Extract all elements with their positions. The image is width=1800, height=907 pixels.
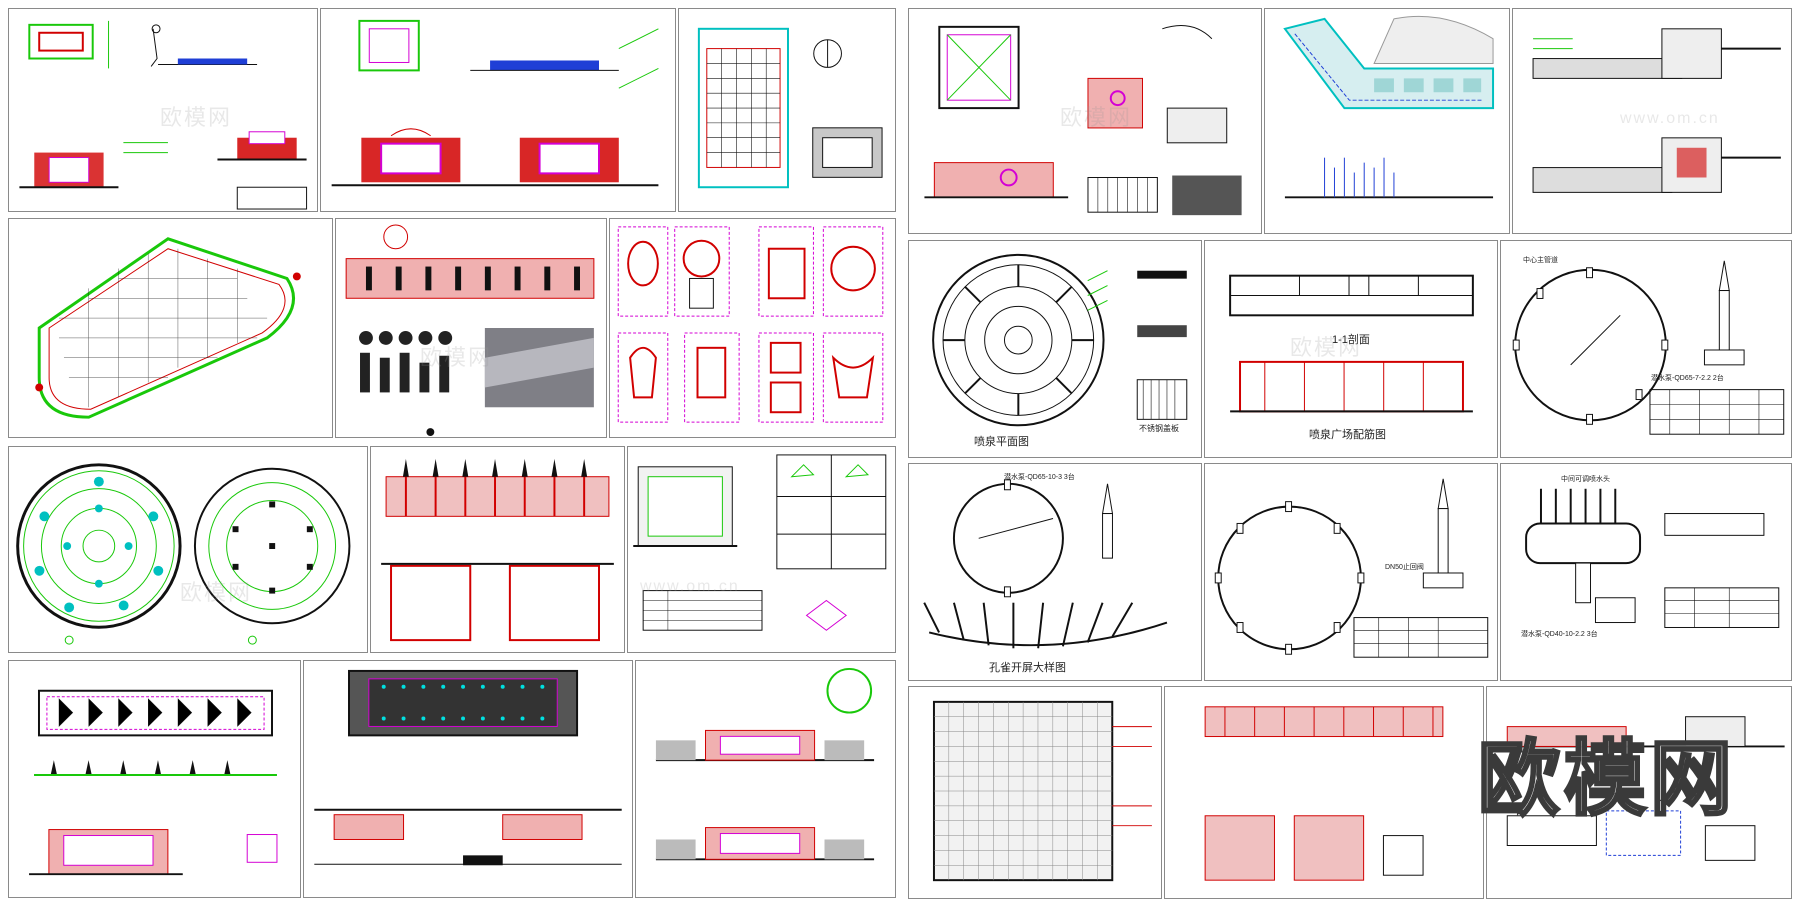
drawing-sheet-11[interactable] [303, 660, 633, 898]
sheet-8-drawing [381, 458, 614, 642]
sheet-10-drawing [29, 689, 278, 876]
sheet-23-drawing [1204, 706, 1444, 881]
drawing-sheet-10[interactable] [8, 660, 301, 898]
sheet-18-drawing [1512, 260, 1785, 435]
drawing-sheet-8[interactable] [370, 446, 625, 653]
drawing-sheet-7[interactable] [8, 446, 368, 653]
steel-grate-label: 不锈钢盖板 [1139, 424, 1179, 433]
sheet-22-drawing [932, 700, 1152, 882]
drawing-sheet-18[interactable]: 潜水泵-QD65-7-2.2 2台 中心主管道 [1500, 240, 1792, 458]
drawing-sheet-5[interactable] [335, 218, 607, 438]
drawing-sheet-13[interactable] [908, 8, 1262, 234]
drawing-sheet-17[interactable]: 1-1剖面 喷泉广场配筋图 [1204, 240, 1498, 458]
fountain-plan-title: 喷泉平面图 [974, 436, 1029, 448]
hole-nozzle-title: 孔雀开屏大样图 [989, 662, 1066, 674]
brand-logo: 欧模网 [1476, 733, 1737, 827]
drawing-sheet-21[interactable]: 潜水泵-QD40-10-2.2 3台 中间可调喷水头 [1500, 463, 1792, 681]
drawing-sheet-22[interactable] [908, 686, 1162, 899]
sheet-16-drawing [932, 253, 1188, 427]
drawing-sheet-16[interactable]: 喷泉平面图 不锈钢盖板 [908, 240, 1202, 458]
sheet-1-drawing [19, 20, 308, 210]
adjust-nozzle-label: 中间可调喷水头 [1561, 476, 1610, 483]
drawing-sheet-3[interactable] [678, 8, 896, 212]
sheet-6-drawing [617, 226, 884, 423]
pump-spec-2: 潜水泵-QD65-10-3 3台 [1004, 474, 1075, 481]
drawing-sheet-12[interactable] [635, 660, 896, 898]
pump-spec-3: 潜水泵-QD40-10-2.2 3台 [1521, 631, 1598, 638]
sheet-5-drawing [345, 224, 595, 437]
sheet-11-drawing [314, 669, 622, 866]
sheet-4-drawing [35, 237, 301, 419]
section-1-1-title: 1-1剖面 [1332, 334, 1370, 346]
sheet-12-drawing [655, 667, 875, 861]
sheet-21-drawing [1525, 488, 1780, 628]
drawing-sheet-1[interactable] [8, 8, 318, 212]
sheet-19-drawing [923, 479, 1168, 649]
drawing-sheet-4[interactable] [8, 218, 333, 438]
fountain-plaza-title: 喷泉广场配筋图 [1309, 429, 1386, 441]
drawing-sheet-15[interactable] [1512, 8, 1792, 234]
drawing-sheet-6[interactable] [609, 218, 896, 438]
drawing-sheet-2[interactable] [320, 8, 676, 212]
drawing-sheet-19[interactable]: 潜水泵-QD65-10-3 3台 孔雀开屏大样图 [908, 463, 1202, 681]
drawing-sheet-14[interactable] [1264, 8, 1510, 234]
sheet-20-drawing [1214, 478, 1489, 658]
sheet-17-drawing [1229, 274, 1474, 413]
sheet-7-drawing [16, 463, 351, 645]
drawing-sheet-24[interactable] [1486, 686, 1792, 899]
sheet-14-drawing [1283, 15, 1495, 199]
drawing-sheet-9[interactable] [627, 446, 896, 653]
drawing-sheet-23[interactable] [1164, 686, 1484, 899]
dn-valve-label: DN50止回阀 [1385, 564, 1424, 571]
sheet-9-drawing [633, 454, 887, 631]
sheet-3-drawing [697, 27, 883, 189]
sheet-13-drawing [924, 25, 1242, 216]
sheet-2-drawing [331, 19, 659, 187]
nozzle-pipe-label-1: 中心主管道 [1523, 257, 1558, 264]
sheet-24-drawing [1497, 716, 1785, 861]
drawing-sheet-20[interactable]: DN50止回阀 [1204, 463, 1498, 681]
sheet-15-drawing [1532, 28, 1781, 193]
pump-spec-1: 潜水泵-QD65-7-2.2 2台 [1651, 375, 1724, 382]
